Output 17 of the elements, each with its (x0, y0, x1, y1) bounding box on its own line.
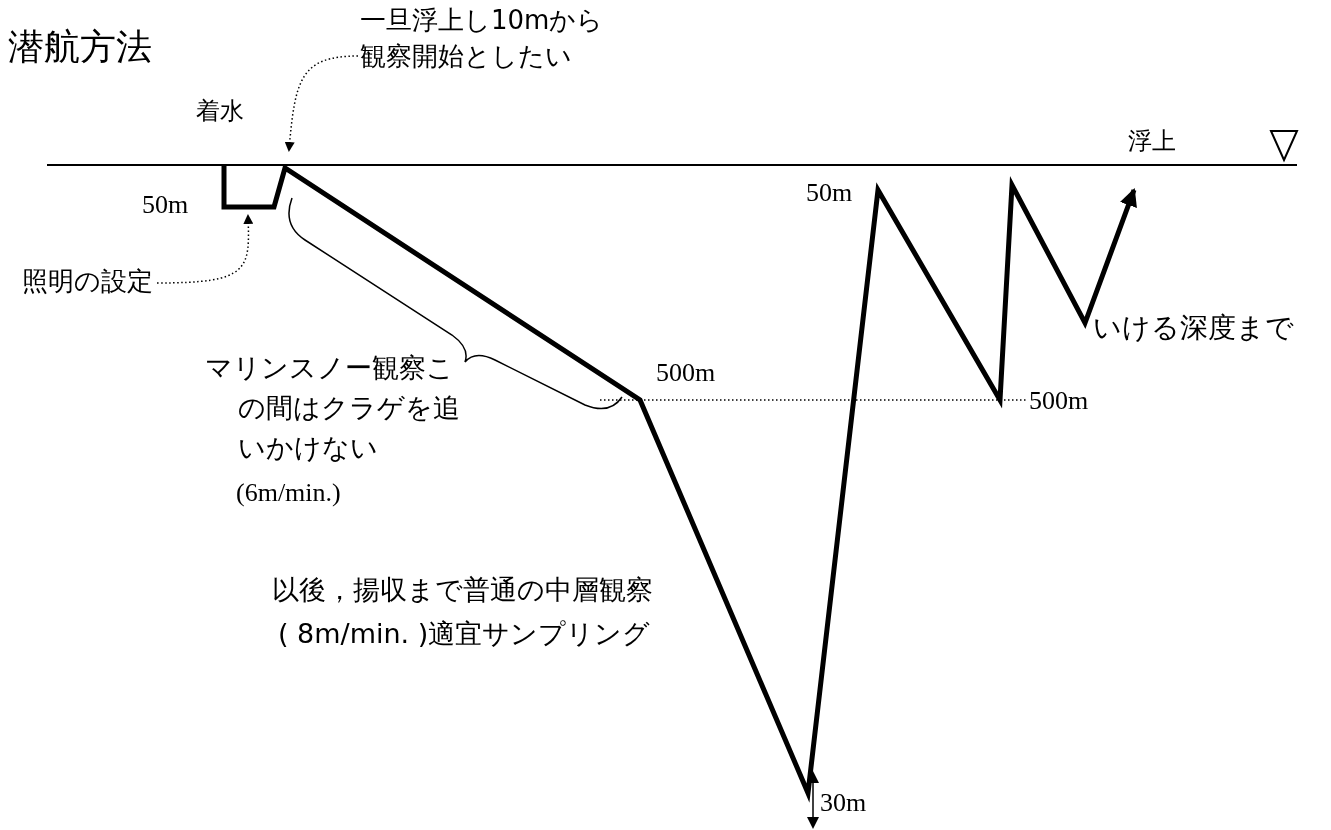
note-text: いける深度まで (1093, 310, 1294, 346)
dimension-label: 30m (820, 787, 867, 819)
note-text: マリンスノー観察この間はクラゲを追いかけない (205, 351, 461, 465)
depth-label: 50m (142, 189, 189, 221)
annotation-text: 照明の設定 (22, 264, 153, 298)
leader-line (284, 55, 359, 152)
surface-label: 着水 (196, 96, 244, 127)
title: 潜航方法 (8, 25, 152, 69)
speed-label: (6m/min.) (236, 477, 341, 509)
depth-label: 500m (656, 357, 716, 389)
note-text: ( 8m/min. )適宜サンプリング (278, 617, 651, 651)
annotation-text: 一旦浮上し10mから観察開始としたい (360, 2, 610, 74)
surface-label: 浮上 (1128, 126, 1176, 157)
leader-line (156, 214, 254, 284)
depth-label: 50m (806, 177, 853, 209)
depth-label: 500m (1029, 385, 1089, 417)
note-text: 以後，揚収まで普通の中層観察 (272, 573, 653, 607)
